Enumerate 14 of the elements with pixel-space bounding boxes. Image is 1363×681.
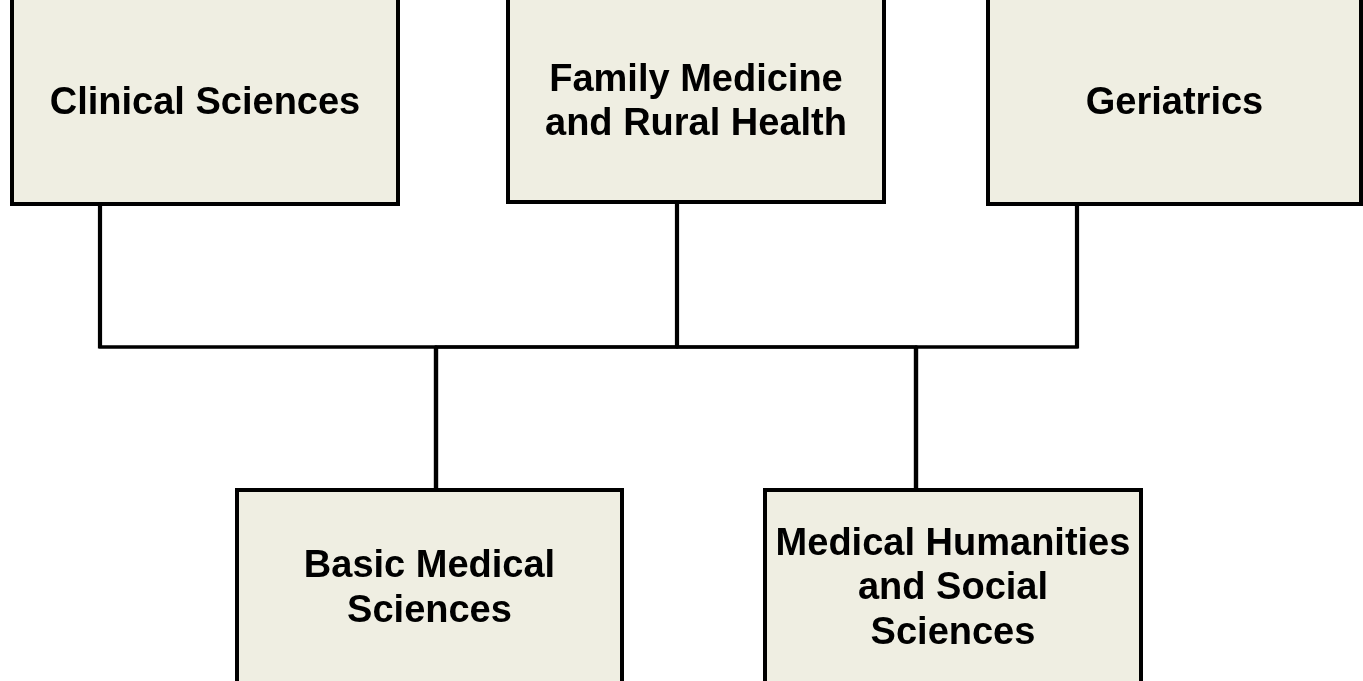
connector-line	[97, 206, 437, 488]
department-box	[986, 0, 1363, 206]
department-name: Family Medicine and Rural Health	[544, 55, 848, 145]
connector-line	[915, 206, 1080, 488]
connector-line	[435, 206, 1078, 488]
department-name: Geriatrics	[1085, 78, 1264, 124]
connector-line	[99, 206, 917, 488]
department-box	[10, 0, 400, 206]
department-box	[763, 488, 1143, 681]
department-box	[235, 488, 624, 681]
department-name: Basic Medical Sciences	[302, 542, 557, 631]
department-box	[506, 0, 886, 204]
department-name: Medical Humanities and Social Sciences	[774, 520, 1132, 653]
department-name: Clinical Sciences	[49, 78, 361, 124]
